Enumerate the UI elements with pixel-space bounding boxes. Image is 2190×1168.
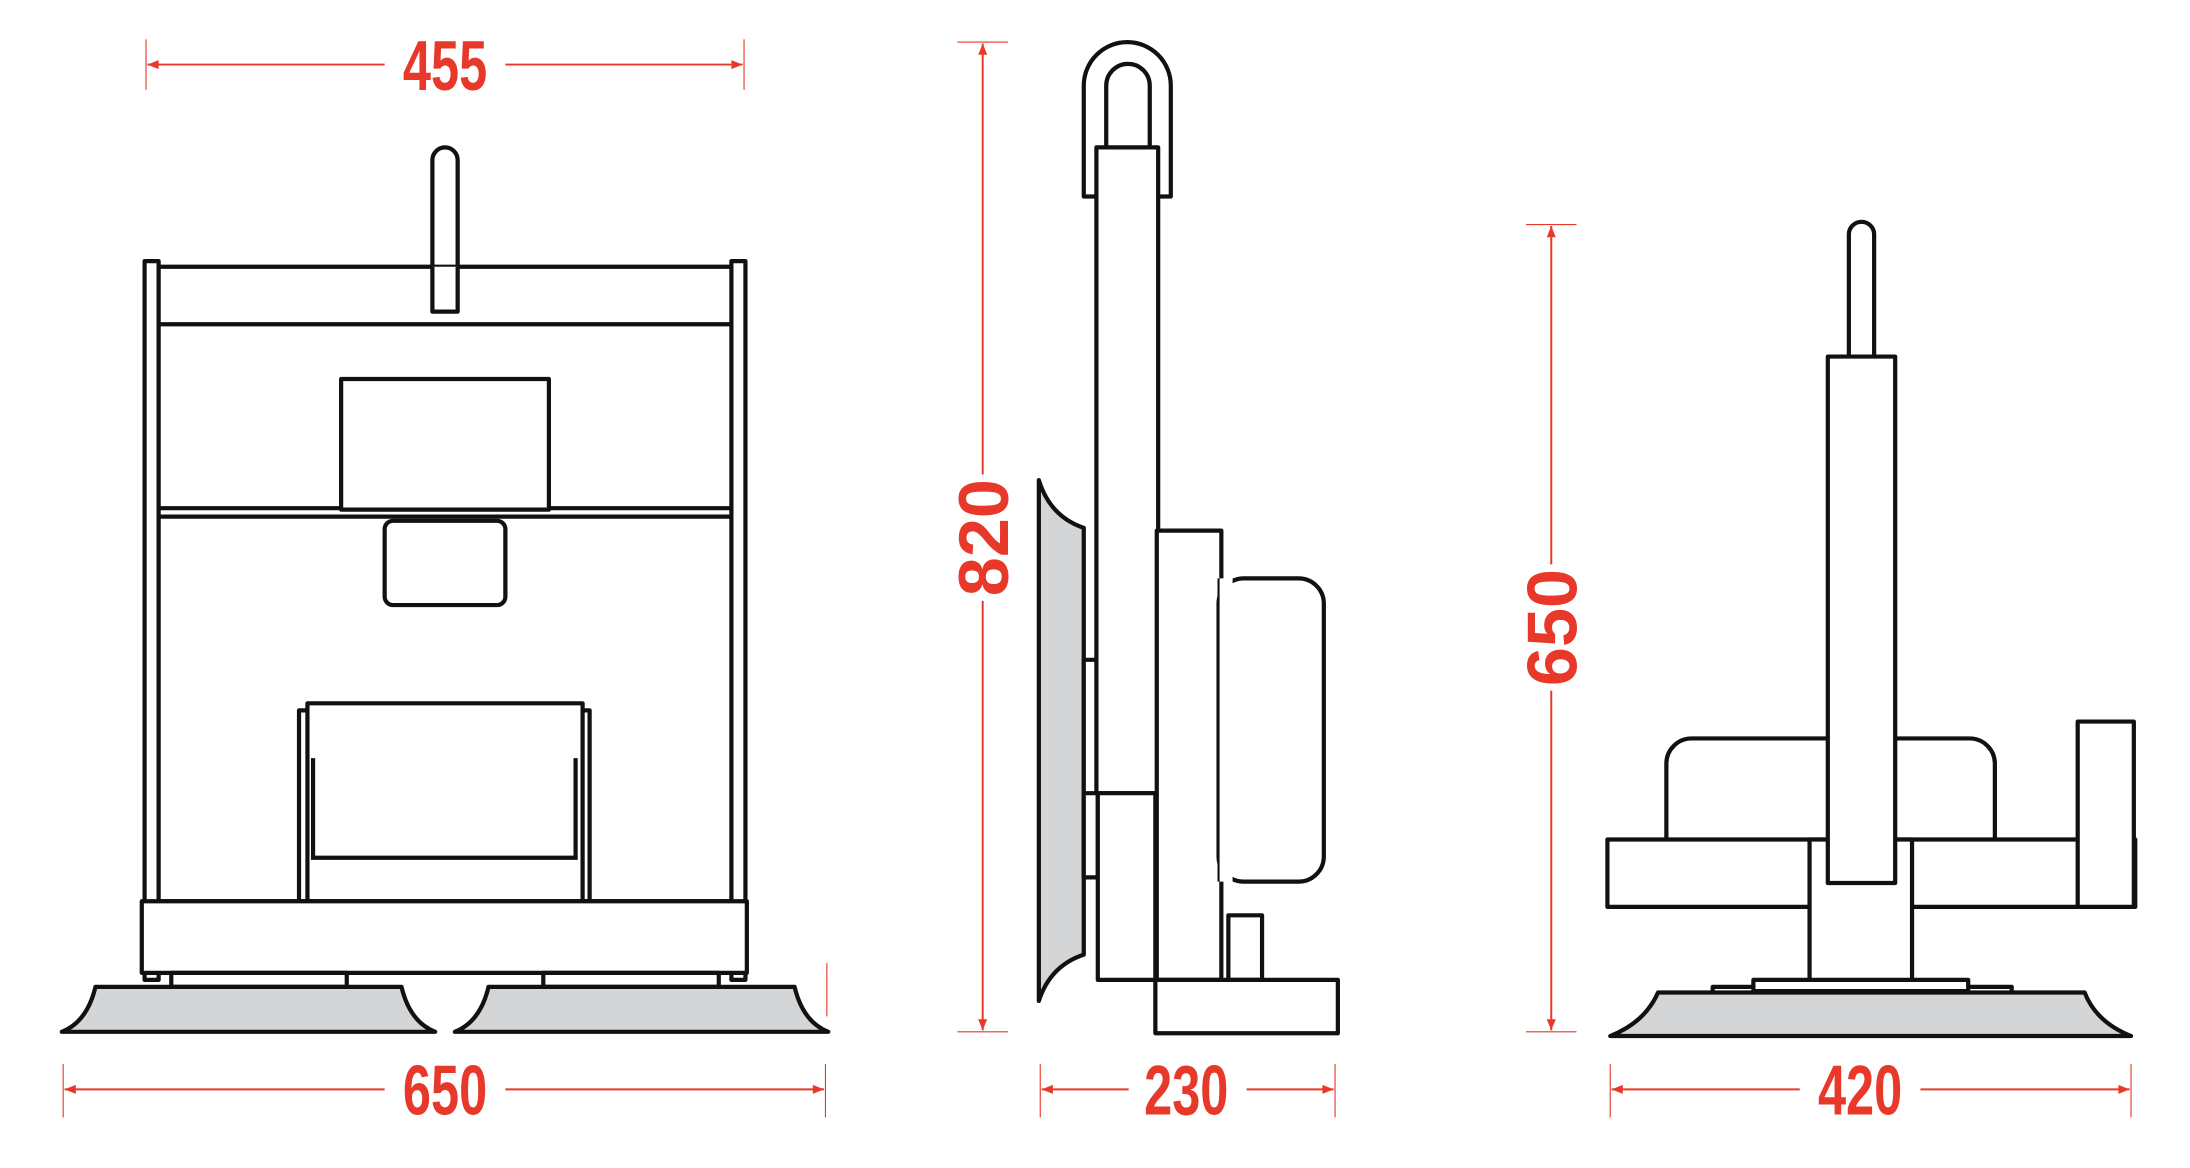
dimension-label: 650 [403, 1052, 487, 1130]
dimension-label: 650 [1513, 569, 1592, 686]
rear-side-block [2075, 719, 2136, 909]
front-left-post [142, 259, 161, 982]
dimension-650-height: 650 [1513, 224, 1592, 1033]
dimension-455: 455 [145, 27, 745, 105]
side-body [1154, 528, 1224, 982]
dimension-label: 230 [1144, 1052, 1228, 1130]
dimension-650-width: 650 [62, 1052, 827, 1130]
dimension-820: 820 [944, 41, 1023, 1033]
side-motor [1216, 576, 1326, 884]
front-base [139, 899, 749, 975]
front-control-panel [382, 518, 508, 608]
dimension-label: 420 [1818, 1052, 1902, 1130]
dimension-230: 230 [1039, 1052, 1336, 1130]
dimension-label: 455 [403, 27, 487, 105]
side-view [1036, 40, 1340, 1036]
rear-view [1605, 219, 2138, 1039]
dimension-420: 420 [1609, 1052, 2132, 1130]
front-upper-box [339, 376, 552, 512]
front-right-pad [452, 984, 831, 1034]
front-view [59, 145, 831, 1034]
rear-pad [1608, 990, 2134, 1039]
rear-handle [1846, 219, 1877, 362]
front-left-pad [59, 984, 438, 1034]
dimension-label: 820 [944, 479, 1023, 596]
side-pole [1094, 145, 1161, 796]
side-pad [1036, 478, 1086, 1004]
side-foot [1153, 977, 1340, 1036]
rear-pole [1825, 354, 1898, 886]
